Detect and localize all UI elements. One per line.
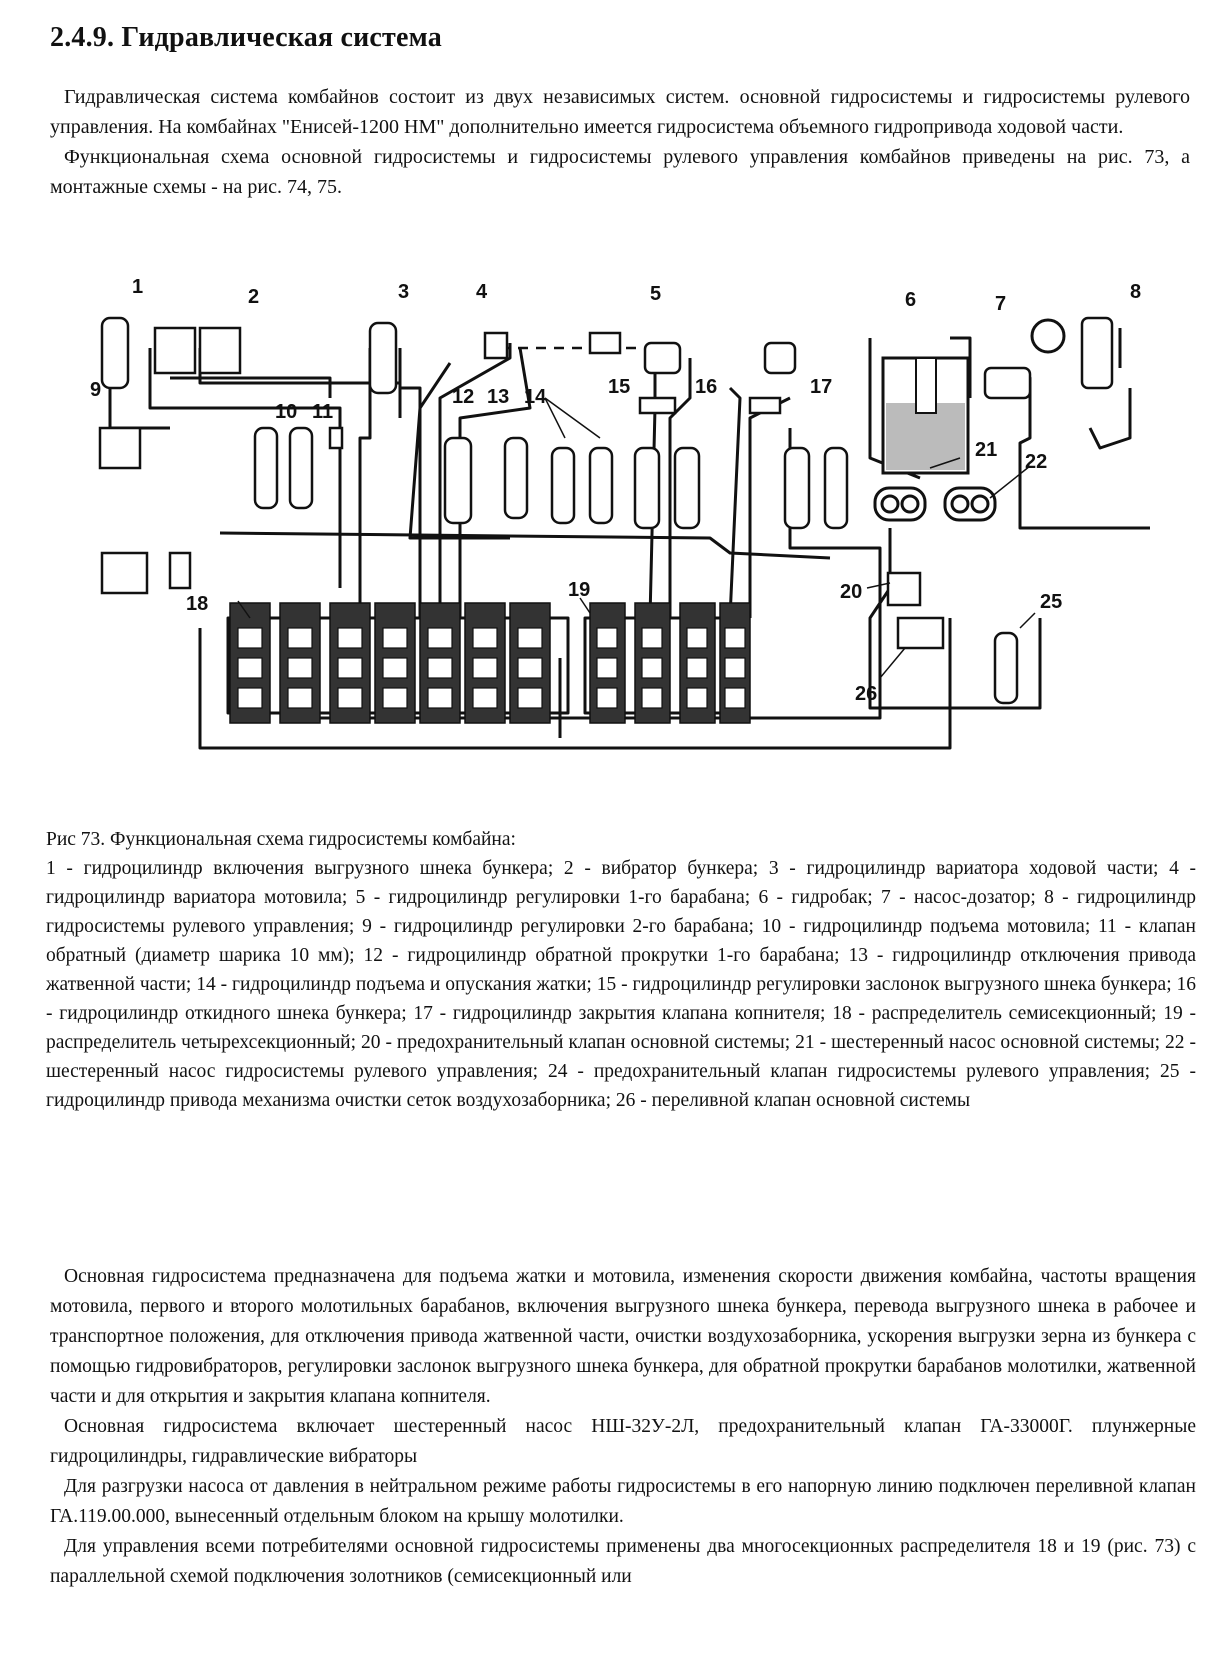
tank-fluid: [886, 403, 965, 470]
label-3: 3: [398, 281, 409, 303]
label-21: 21: [975, 439, 997, 461]
cylinder-1: [100, 316, 130, 390]
cylinder-5b: [763, 341, 797, 375]
pump-7: [983, 366, 1032, 400]
label-17: 17: [810, 376, 832, 398]
label-15: 15: [608, 376, 630, 398]
pipe: [950, 336, 972, 398]
body-paragraph: Для управления всеми потребителями основ…: [50, 1536, 1196, 1587]
caption-title: Рис 73. Функциональная схема гидросистем…: [46, 829, 516, 850]
cylinder-10: [253, 426, 279, 510]
cylinder-4: [483, 331, 509, 360]
cylinder-16: [673, 446, 701, 530]
body-paragraph: Основная гидросистема включает шестеренн…: [50, 1416, 1196, 1467]
pipe: [219, 531, 831, 560]
label-20: 20: [840, 581, 862, 603]
cylinder-15: [633, 446, 661, 530]
body-paragraph: Для разгрузки насоса от давления в нейтр…: [50, 1476, 1196, 1527]
cylinder-25: [993, 631, 1019, 705]
label-1: 1: [132, 276, 143, 298]
vibrator-2a: [153, 326, 197, 375]
valve-block: [100, 551, 149, 595]
cylinder-10b: [288, 426, 314, 510]
label-5: 5: [650, 283, 661, 305]
label-19: 19: [568, 579, 590, 601]
steering-wheel: [1030, 318, 1066, 354]
label-4: 4: [476, 281, 488, 303]
label-14: 14: [524, 386, 547, 408]
intro-paragraph: Функциональная схема основной гидросисте…: [50, 146, 1190, 198]
cylinder-13: [503, 436, 529, 520]
cylinder-5: [643, 341, 682, 375]
schematic-drawing: 1 2 3 4 5 6 7 8 9 10 11 12 13 14 15 16 1…: [90, 276, 1150, 750]
pipe: [438, 343, 512, 618]
pipe: [148, 348, 342, 588]
pipe: [170, 376, 332, 398]
label-7: 7: [995, 293, 1006, 315]
cylinder-14b: [588, 446, 614, 525]
cylinder-14a: [550, 446, 576, 525]
label-11: 11: [312, 401, 333, 423]
valve-17: [748, 396, 782, 415]
pipe: [198, 618, 952, 750]
label-8: 8: [1130, 281, 1141, 303]
cylinder-3: [368, 321, 398, 395]
valve-15: [638, 396, 677, 415]
hydraulic-schematic: 1 2 3 4 5 6 7 8 9 10 11 12 13 14 15 16 1…: [90, 276, 1210, 798]
label-18: 18: [186, 593, 208, 615]
cylinder-12: [443, 436, 473, 525]
pipe: [398, 348, 422, 618]
body-text: Основная гидросистема предназначена для …: [50, 1262, 1196, 1592]
label-9: 9: [90, 379, 101, 401]
pipe: [1088, 388, 1132, 450]
section-heading: 2.4.9. Гидравлическая система: [50, 22, 442, 53]
pipe: [868, 587, 1042, 710]
body-paragraph: Основная гидросистема предназначена для …: [50, 1266, 1196, 1407]
valve-small: [168, 551, 192, 590]
label-16: 16: [695, 376, 717, 398]
cylinder-17a: [783, 446, 811, 530]
cylinder-17b: [823, 446, 849, 530]
pipe: [990, 376, 1150, 530]
figure-caption: Рис 73. Функциональная схема гидросистем…: [46, 825, 1196, 1115]
label-6: 6: [905, 289, 916, 311]
valve-26: [896, 616, 945, 650]
caption-legend: 1 - гидроцилиндр включения выгрузного шн…: [46, 858, 1196, 1111]
pipe: [358, 348, 372, 618]
label-22: 22: [1025, 451, 1047, 473]
label-25: 25: [1040, 591, 1062, 613]
label-13: 13: [487, 386, 509, 408]
label-2: 2: [248, 286, 259, 308]
cylinder-8: [1080, 316, 1114, 390]
vibrator-2b: [198, 326, 242, 375]
cylinder-9: [98, 426, 142, 470]
intro-paragraph: Гидравлическая система комбайнов состоит…: [50, 86, 1190, 138]
valve-20: [886, 571, 922, 607]
intro-text: Гидравлическая система комбайнов состоит…: [50, 82, 1190, 202]
pipe: [728, 386, 742, 619]
pipe: [668, 358, 692, 618]
label-26: 26: [855, 683, 877, 705]
label-10: 10: [275, 401, 297, 423]
label-12: 12: [452, 386, 474, 408]
coupling: [588, 331, 622, 355]
check-valve-11: [328, 426, 344, 450]
